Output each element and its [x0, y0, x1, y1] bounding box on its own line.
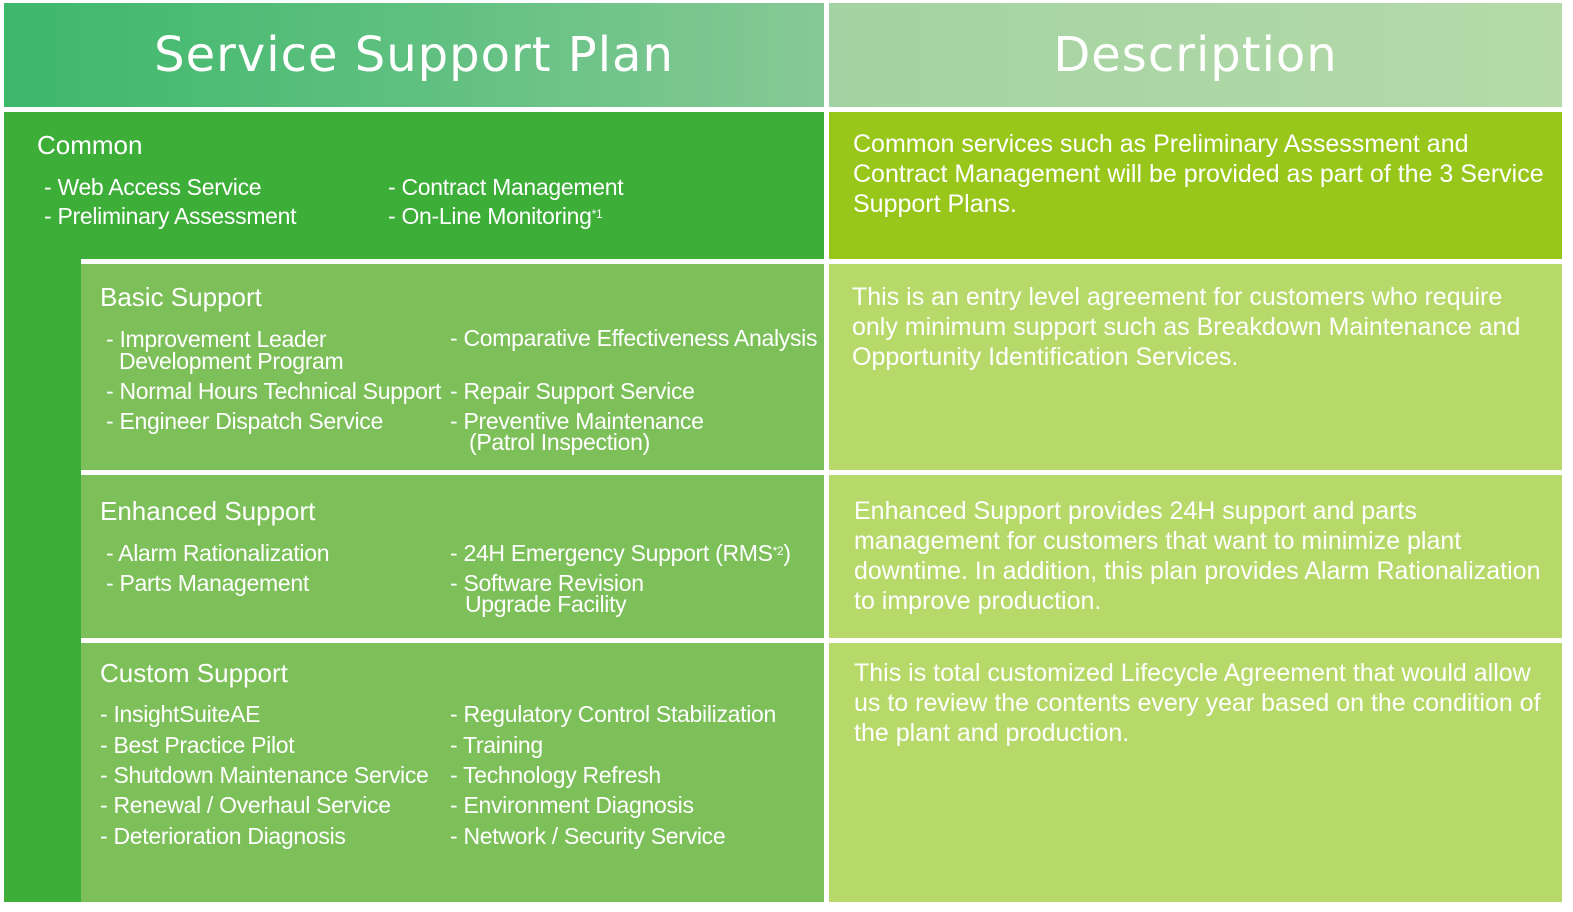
custom-item: - Environment Diagnosis: [450, 792, 694, 818]
basic-description: This is an entry level agreement for cus…: [852, 283, 1521, 371]
custom-item: - Regulatory Control Stabilization: [450, 701, 777, 727]
header-description: Description: [829, 3, 1562, 107]
enhanced-item: - Alarm Rationalization: [106, 540, 330, 566]
footnote-marker-2: *2: [772, 544, 784, 558]
basic-item: - Engineer Dispatch Service: [106, 408, 383, 434]
common-item: - On-Line Monitoring*1: [388, 203, 603, 229]
enhanced-plan-cell: Enhanced Support - Alarm Rationalization…: [81, 475, 824, 638]
enhanced-item: Upgrade Facility: [465, 591, 627, 617]
custom-item: - Deterioration Diagnosis: [100, 823, 346, 849]
basic-title: Basic Support: [100, 282, 262, 312]
enhanced-title: Enhanced Support: [100, 496, 316, 526]
enhanced-item: - Parts Management: [106, 570, 309, 596]
custom-description-cell: This is total customized Lifecycle Agree…: [829, 643, 1562, 902]
basic-item: - Comparative Effectiveness Analysis: [450, 325, 818, 351]
basic-item: - Improvement Leader: [106, 326, 327, 352]
common-title: Common: [37, 130, 143, 160]
custom-item: - Training: [450, 732, 543, 758]
basic-item: (Patrol Inspection): [469, 429, 650, 455]
common-item: - Preliminary Assessment: [44, 203, 297, 229]
custom-item: - Renewal / Overhaul Service: [100, 792, 391, 818]
custom-item: - Network / Security Service: [450, 823, 726, 849]
enhanced-item-text: - 24H Emergency Support (RMS: [450, 540, 773, 566]
header-right-title: Description: [1053, 27, 1338, 83]
basic-item: Development Program: [119, 348, 344, 374]
common-description: Common services such as Preliminary Asse…: [853, 130, 1544, 218]
enhanced-item: - Software Revision: [450, 570, 644, 596]
common-item: - Contract Management: [388, 174, 624, 200]
common-description-cell: Common services such as Preliminary Asse…: [829, 112, 1562, 259]
custom-title: Custom Support: [100, 658, 288, 688]
common-item-text: - On-Line Monitoring: [388, 203, 592, 229]
custom-description: This is total customized Lifecycle Agree…: [854, 659, 1541, 747]
enhanced-item: - 24H Emergency Support (RMS*2): [450, 540, 791, 566]
header-service-support-plan: Service Support Plan: [4, 3, 824, 107]
basic-description-cell: This is an entry level agreement for cus…: [829, 264, 1562, 470]
basic-item: - Normal Hours Technical Support: [106, 378, 442, 404]
header-left-title: Service Support Plan: [154, 27, 674, 83]
basic-plan-cell: Basic Support - Improvement Leader Devel…: [81, 264, 824, 470]
basic-item: - Repair Support Service: [450, 378, 695, 404]
custom-item: - Shutdown Maintenance Service: [100, 762, 429, 788]
enhanced-item-close: ): [783, 540, 791, 566]
common-plan-cell: Common - Web Access Service - Preliminar…: [4, 112, 824, 259]
basic-item: - Preventive Maintenance: [450, 408, 704, 434]
custom-plan-cell: Custom Support - InsightSuiteAE - Best P…: [81, 643, 824, 902]
custom-item: - Technology Refresh: [450, 762, 661, 788]
enhanced-description-cell: Enhanced Support provides 24H support an…: [829, 475, 1562, 638]
enhanced-description: Enhanced Support provides 24H support an…: [854, 497, 1541, 615]
common-item: - Web Access Service: [44, 174, 262, 200]
footnote-marker-1: *1: [591, 207, 603, 221]
custom-item: - Best Practice Pilot: [100, 732, 295, 758]
custom-item: - InsightSuiteAE: [100, 701, 261, 727]
